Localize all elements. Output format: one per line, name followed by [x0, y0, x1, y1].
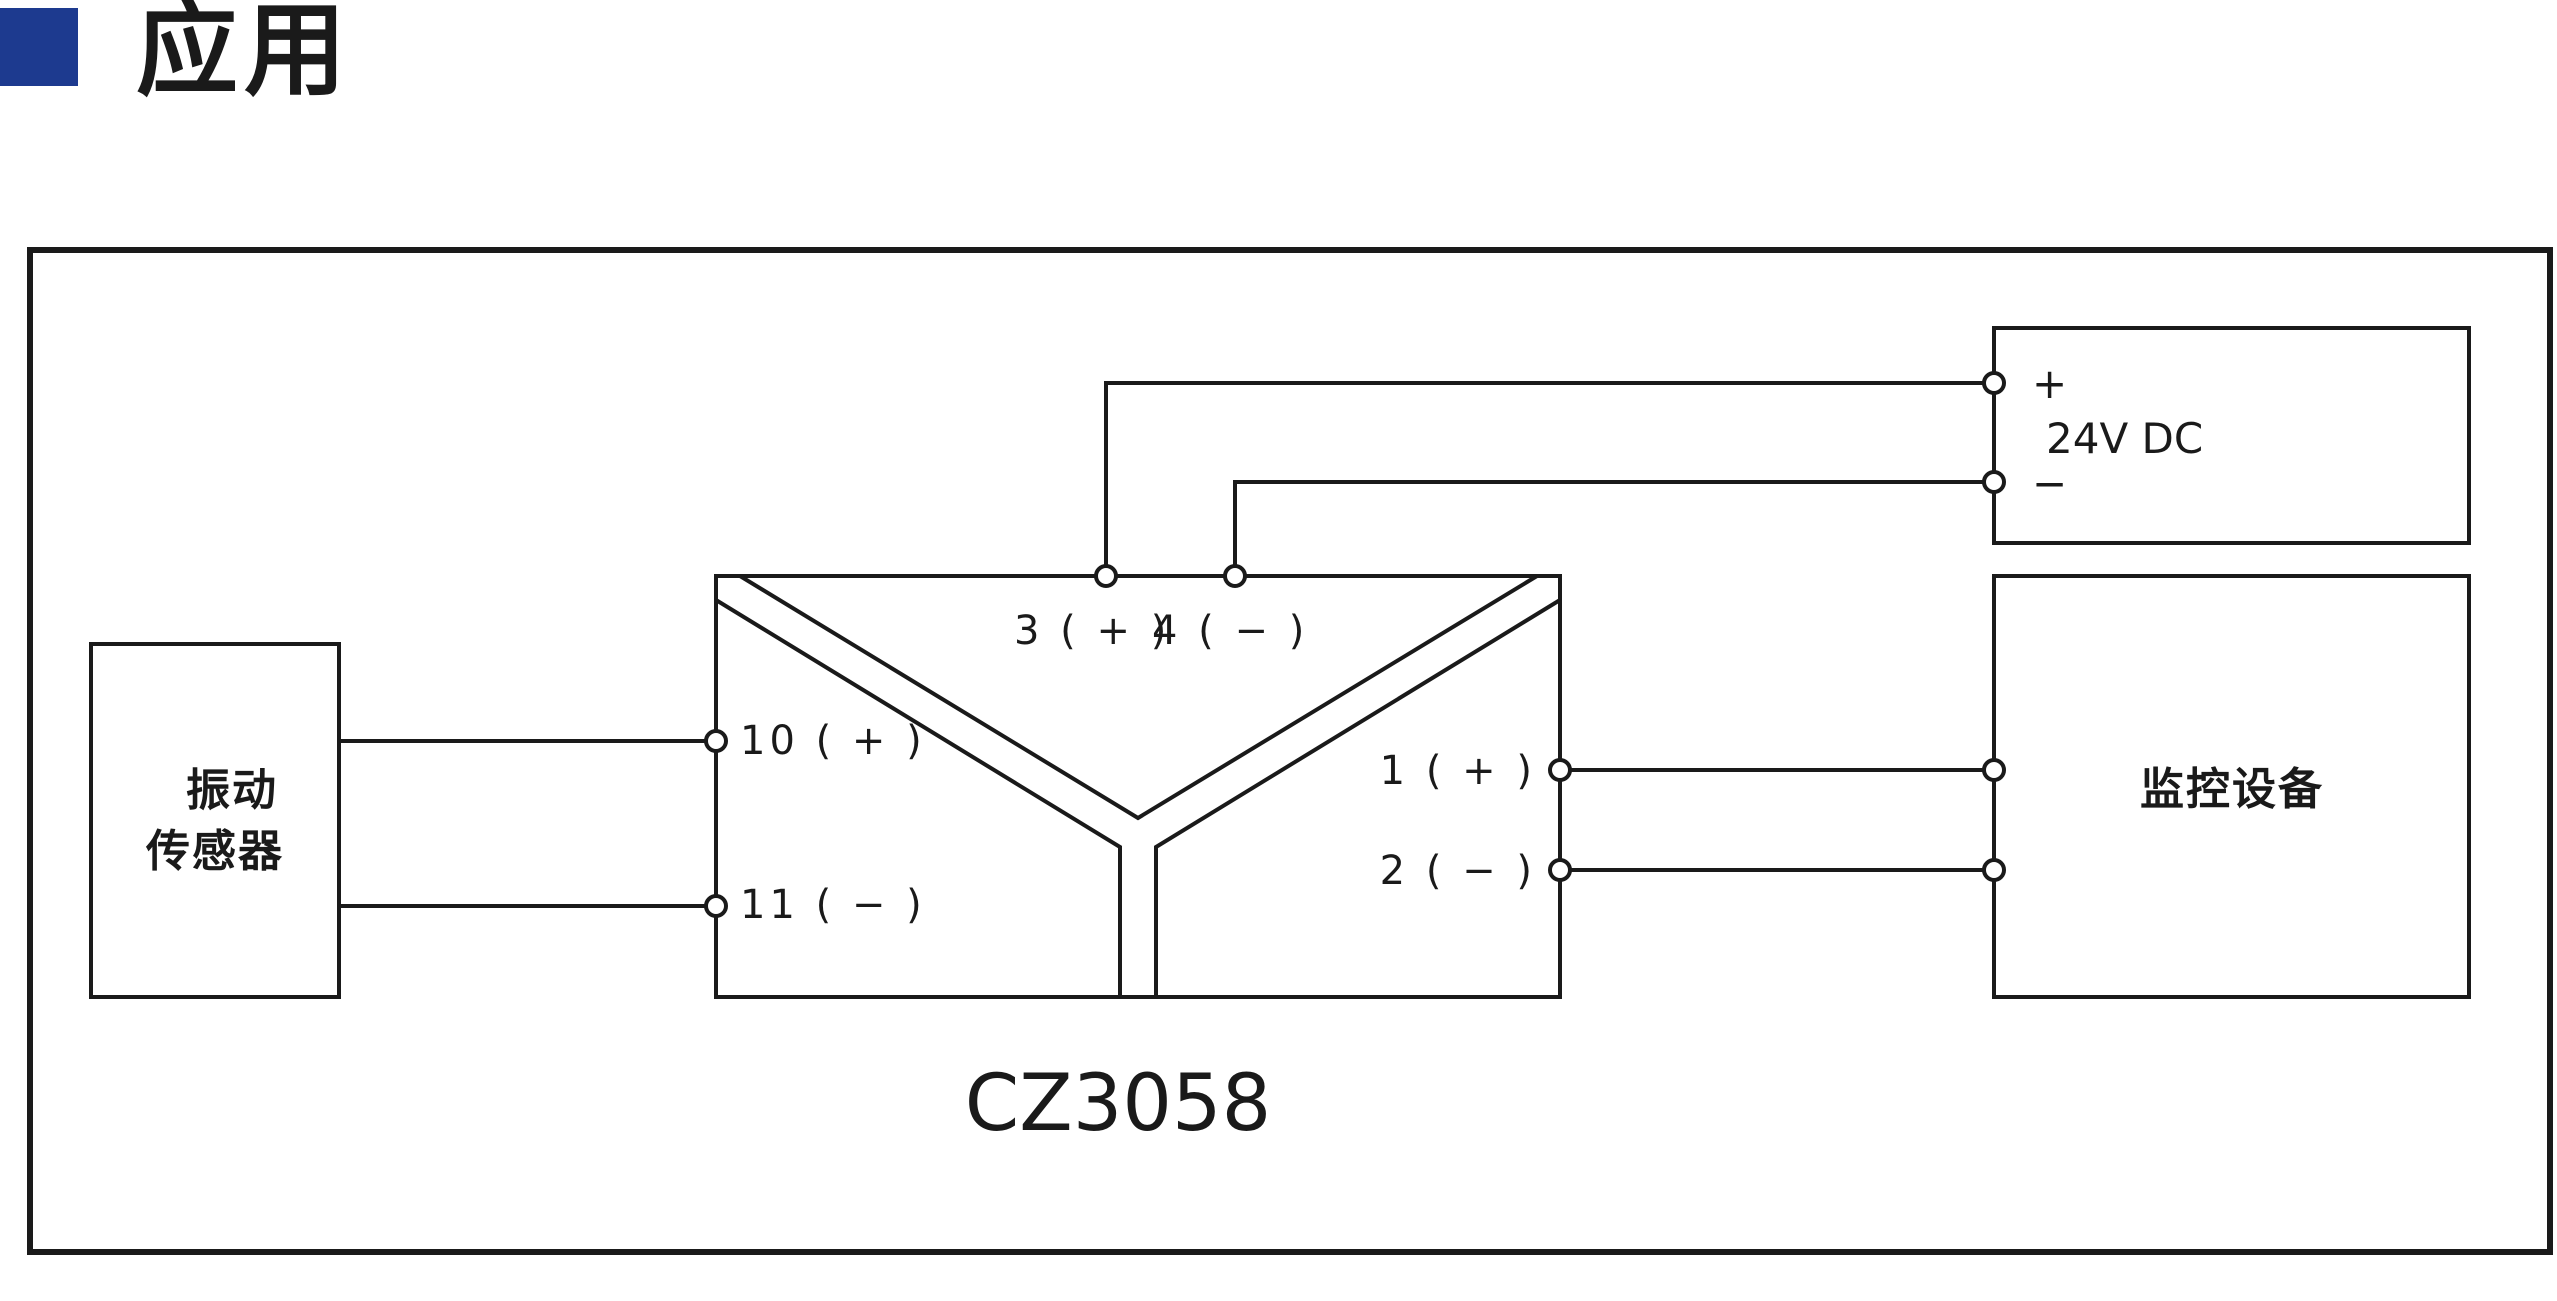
power-plus-circle	[1982, 371, 2006, 395]
cz3058-module: 3 ( + ) 4 ( − ) 10 ( + ) 11 ( − ) 1 ( + …	[714, 574, 1562, 1149]
power-voltage-label: 24V DC	[2046, 414, 2203, 463]
monitor-box	[1992, 574, 2471, 999]
terminal-10-label: 10 ( + )	[740, 718, 926, 764]
terminal-3-label: 3 ( + )	[1014, 608, 1170, 654]
monitor-input-minus-circle	[1982, 858, 2006, 882]
terminal-1-circle	[1548, 758, 1572, 782]
vibration-sensor: 振动 传感器	[89, 642, 341, 999]
power-minus-label: −	[2032, 459, 2067, 508]
wire-terminal-4-to-power-minus	[1233, 480, 1994, 576]
page-title: 应用	[136, 0, 352, 111]
power-supply: + 24V DC −	[1992, 326, 2471, 545]
isolation-band-right	[1154, 598, 1562, 997]
power-minus-circle	[1982, 470, 2006, 494]
terminal-2-circle	[1548, 858, 1572, 882]
power-plus-label: +	[2032, 359, 2067, 408]
wire-terminal-3-to-power-plus	[1104, 381, 1994, 576]
sensor-box	[89, 642, 341, 999]
terminal-10-circle	[704, 729, 728, 753]
power-supply-box	[1992, 326, 2471, 545]
module-box	[714, 574, 1562, 999]
terminal-3-circle	[1094, 564, 1118, 588]
wires	[339, 381, 1994, 908]
sensor-label-line1: 振动	[186, 765, 278, 816]
terminal-1-label: 1 ( + )	[1380, 748, 1536, 794]
monitor-input-plus-circle	[1982, 758, 2006, 782]
terminal-11-label: 11 ( − )	[740, 882, 926, 928]
terminal-2-label: 2 ( − )	[1380, 848, 1536, 894]
monitoring-equipment: 监控设备	[1992, 574, 2471, 999]
terminal-4-circle	[1223, 564, 1247, 588]
isolation-band-left	[714, 598, 1122, 997]
diagram-frame	[27, 247, 2553, 1255]
terminal-11-circle	[704, 894, 728, 918]
sensor-label-line2: 传感器	[145, 826, 284, 877]
terminal-circles	[704, 371, 2006, 918]
module-model-label: CZ3058	[965, 1059, 1271, 1149]
monitor-label: 监控设备	[2140, 764, 2324, 815]
isolation-band-upper	[738, 574, 1539, 821]
terminal-4-label: 4 ( − )	[1152, 608, 1308, 654]
title-accent-square	[0, 8, 78, 86]
